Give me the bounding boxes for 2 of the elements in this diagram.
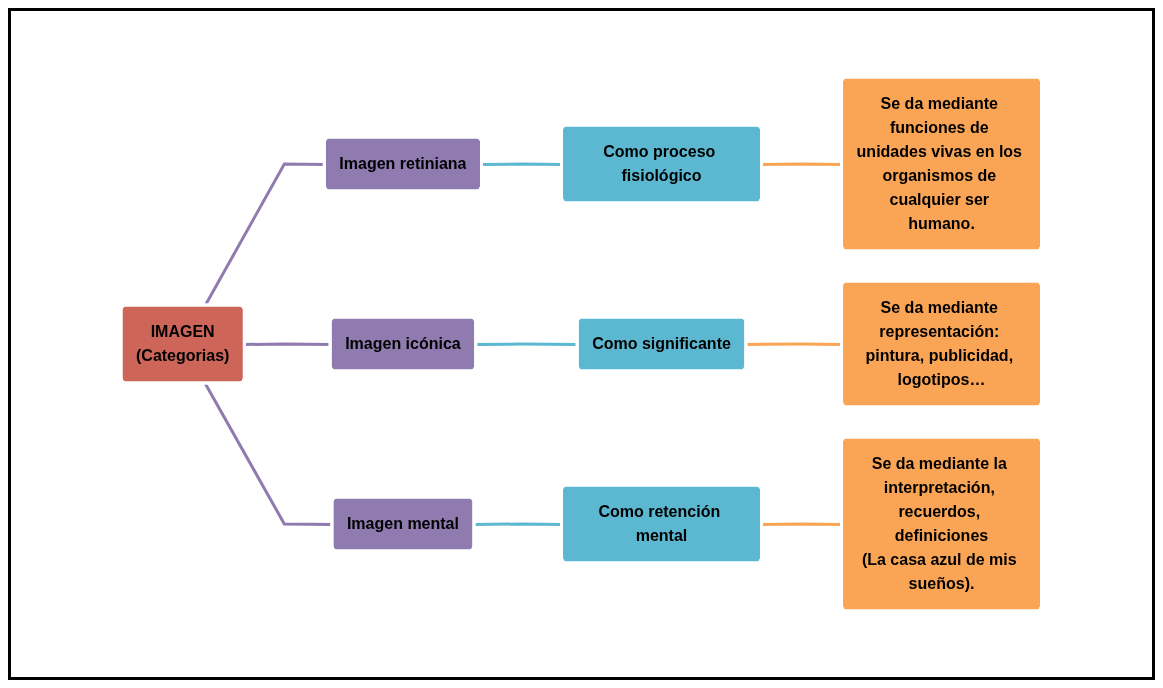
connector <box>476 342 578 346</box>
connector <box>245 342 331 346</box>
